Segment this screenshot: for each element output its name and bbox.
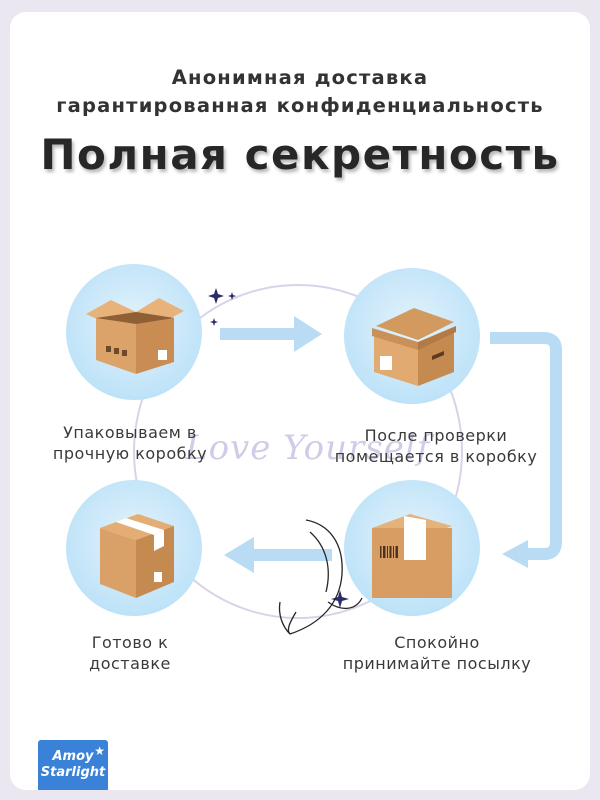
- step-2-circle: [344, 268, 480, 404]
- arrow-down-bend: [490, 332, 562, 568]
- flow-arrows: [208, 288, 562, 635]
- subtitle-line-1: Анонимная доставка: [171, 66, 429, 89]
- step-4-circle: [66, 480, 202, 616]
- step-2-label-line-2: помещается в коробку: [334, 447, 538, 466]
- step-2-label-line-1: После проверки: [364, 426, 508, 445]
- step-3-circle: [344, 480, 480, 616]
- brand-line-2: Starlight: [40, 765, 106, 780]
- step-3-label-line-2: принимайте посылку: [342, 654, 532, 673]
- taped-box-icon: [100, 514, 174, 598]
- page-title: Полная секретность: [40, 130, 560, 179]
- shipping-box-icon: [372, 514, 452, 598]
- step-3-label-line-1: Спокойно: [394, 633, 480, 652]
- step-4-label-line-1: Готово к: [91, 633, 169, 652]
- whale-line-art: [278, 519, 363, 635]
- step-1-circle: [66, 264, 202, 400]
- step-1-label-line-2: прочную коробку: [52, 444, 208, 463]
- brand-logo: ★ Amoy Starlight: [38, 740, 108, 790]
- arrow-left: [224, 537, 332, 573]
- step-4-label: Готово к доставке: [30, 632, 230, 674]
- cycle-ring: [133, 284, 463, 619]
- arrow-right: [220, 316, 322, 352]
- star-icon: ★: [94, 744, 105, 758]
- promo-card: Анонимная доставка гарантированная конфи…: [10, 12, 590, 790]
- step-1-label-line-1: Упаковываем в: [63, 423, 197, 442]
- open-box-icon: [86, 298, 184, 374]
- step-3-label: Спокойно принимайте посылку: [306, 632, 568, 674]
- brand-line-1: Amoy: [52, 749, 94, 764]
- step-1-label: Упаковываем в прочную коробку: [30, 422, 230, 464]
- watermark-text: Love Yourself: [185, 428, 431, 468]
- step-4-label-line-2: доставке: [89, 654, 171, 673]
- closed-box-icon: [372, 308, 456, 386]
- subtitle-line-2: гарантированная конфиденциальность: [56, 94, 544, 117]
- sparkle-icon: [208, 288, 349, 608]
- step-2-label: После проверки помещается в коробку: [318, 425, 554, 467]
